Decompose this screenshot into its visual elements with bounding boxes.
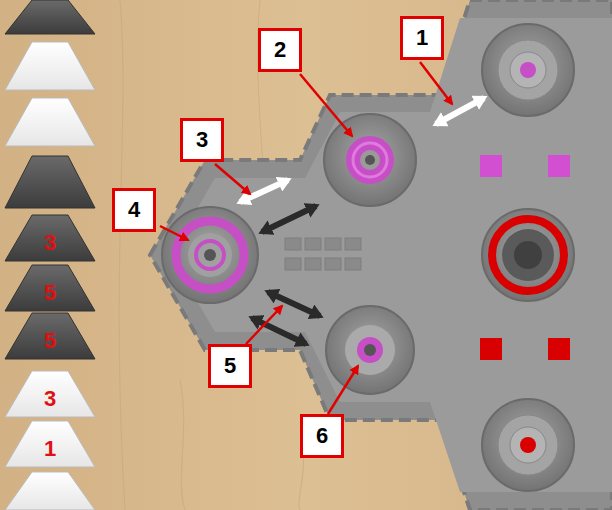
callout-box: 3	[180, 118, 224, 162]
piece-number: 5	[44, 280, 56, 306]
stack-piece: 5	[0, 264, 100, 314]
callout-box: 2	[258, 28, 302, 72]
callout-box: 1	[400, 16, 444, 60]
callout-box: 4	[112, 188, 156, 232]
callout-number: 3	[196, 127, 208, 153]
callout-box: 6	[300, 414, 344, 458]
stack-piece: 1	[0, 420, 100, 470]
callout-number: 5	[224, 353, 236, 379]
callout-number: 4	[128, 197, 140, 223]
stack-piece: 3	[0, 214, 100, 264]
piece-number: 3	[44, 386, 56, 412]
callout-box: 5	[208, 344, 252, 388]
piece-number: 1	[44, 436, 56, 462]
stack-piece: 5	[0, 312, 100, 362]
piece-number: 3	[44, 230, 56, 256]
callout-number: 1	[416, 25, 428, 51]
piece-number: 5	[44, 328, 56, 354]
stack-piece: 3	[0, 370, 100, 420]
callout-number: 2	[274, 37, 286, 63]
callout-number: 6	[316, 423, 328, 449]
